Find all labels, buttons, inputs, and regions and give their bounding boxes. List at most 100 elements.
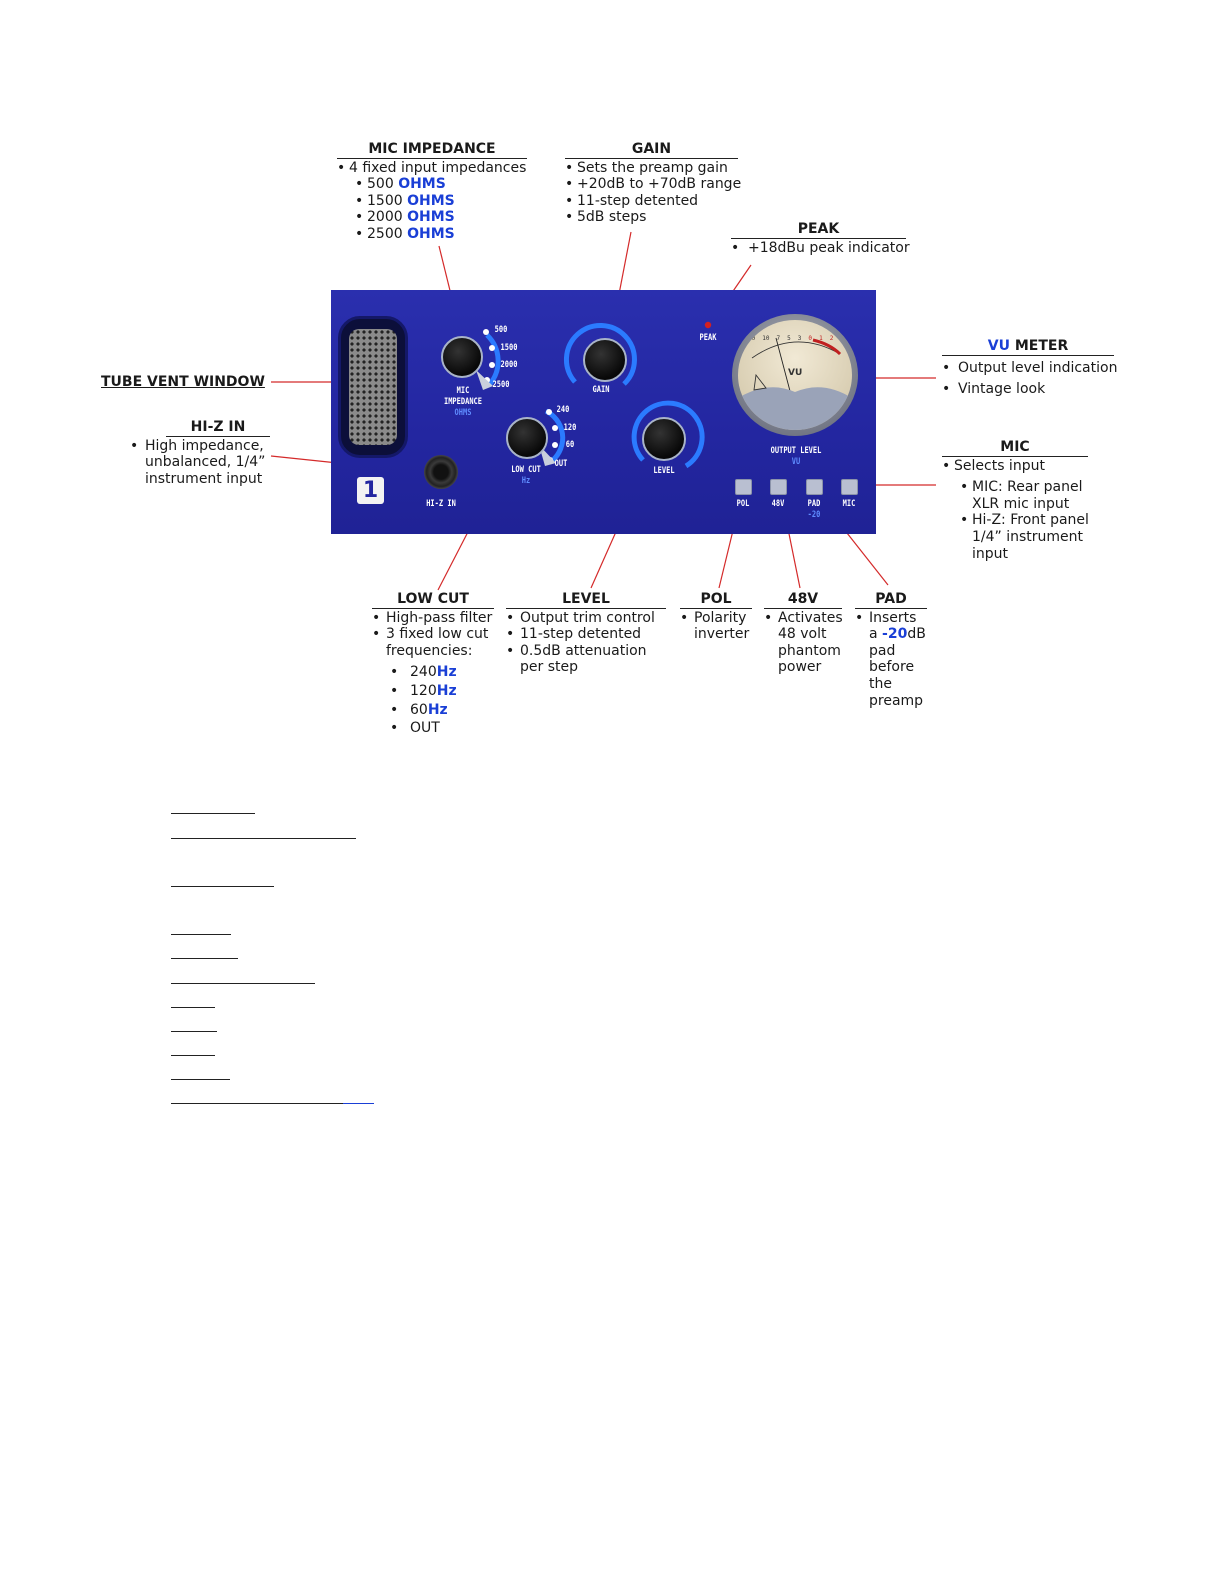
gain-label: GAIN <box>592 385 610 395</box>
mic-impedance-arc <box>485 333 501 387</box>
48v-line: power <box>778 659 822 676</box>
mic-switch-label: MIC <box>842 499 856 509</box>
pol-title: POL <box>680 591 752 609</box>
impedance-item: 1500 OHMS <box>337 193 527 210</box>
tube-vent-window-label: TUBE VENT WINDOW <box>101 374 265 390</box>
gain-title: GAIN <box>565 141 738 159</box>
pad-line: the <box>869 675 892 692</box>
annotation-vu-meter: VU METER Output level indication Vintage… <box>942 338 1117 398</box>
pad-line: before <box>869 659 915 676</box>
low-cut-freq: 60Hz <box>372 702 494 719</box>
low-cut-pos: 120 <box>563 423 577 433</box>
underline-rule <box>171 813 255 814</box>
annotation-pol: POL Polarity inverter <box>680 591 752 643</box>
pad-switch[interactable] <box>806 479 823 495</box>
panel-graphics <box>476 321 712 469</box>
vent-grille <box>349 329 397 445</box>
pol-switch[interactable] <box>735 479 752 495</box>
underline-rule <box>171 1007 215 1008</box>
hi-z-jack[interactable] <box>424 455 458 489</box>
48v-line: 48 volt <box>778 626 827 643</box>
level-item: 0.5dB attenuation <box>506 643 666 660</box>
mic-title: MIC <box>942 439 1088 457</box>
vu-face-label: VU <box>788 368 803 378</box>
low-cut-freq: 240Hz <box>372 664 494 681</box>
48v-switch[interactable] <box>770 479 787 495</box>
annotation-mic: MIC Selects input MIC: Rear panel XLR mi… <box>942 439 1092 562</box>
pad-title: PAD <box>855 591 927 609</box>
mic-impedance-intro: 4 fixed input impedances <box>337 160 527 177</box>
gain-arc <box>563 322 637 386</box>
level-knob[interactable] <box>642 417 686 461</box>
underline-rule <box>171 886 274 887</box>
level-arc <box>631 400 705 469</box>
mic-impedance-pos: 1500 <box>500 343 518 353</box>
gain-item: +20dB to +70dB range <box>565 176 741 193</box>
mic-impedance-pos: 2000 <box>500 360 518 370</box>
mic-item: MIC: Rear panel <box>942 479 1092 496</box>
annotation-48v: 48V Activates 48 volt phantom power <box>764 591 843 676</box>
low-cut-knob[interactable] <box>506 417 548 459</box>
annotation-peak: PEAK +18dBu peak indicator <box>731 221 910 257</box>
annotation-hi-z-in: HI-Z IN High impedance, unbalanced, 1/4”… <box>130 419 270 487</box>
underline-rule-link <box>343 1103 374 1104</box>
mic-item-cont: 1/4” instrument <box>972 528 1084 545</box>
low-cut-dot <box>552 425 558 431</box>
level-label: LEVEL <box>653 466 675 476</box>
pol-line: Polarity <box>680 610 752 627</box>
pol-switch-label: POL <box>736 499 750 509</box>
impedance-item: 500 OHMS <box>337 176 527 193</box>
pad-switch-label: PAD-20 <box>807 499 821 520</box>
low-cut-pos: 60 <box>565 440 575 450</box>
mic-impedance-title: MIC IMPEDANCE <box>337 141 527 159</box>
48v-line: Activates <box>764 610 843 627</box>
underline-rule <box>171 1103 343 1104</box>
level-title: LEVEL <box>506 591 666 609</box>
48v-title: 48V <box>764 591 842 609</box>
annotation-mic-impedance: MIC IMPEDANCE 4 fixed input impedances 5… <box>337 141 527 243</box>
low-cut-item: 3 fixed low cut <box>372 626 494 643</box>
low-cut-freq: OUT <box>372 720 494 737</box>
mic-item-cont: input <box>972 545 1009 562</box>
mic-impedance-pos: 500 <box>494 325 508 335</box>
low-cut-cont: frequencies: <box>386 642 473 659</box>
pad-line: a -20dB <box>869 626 926 643</box>
mic-impedance-knob[interactable] <box>441 336 483 378</box>
underline-rule <box>171 983 315 984</box>
mic-impedance-dot <box>489 345 495 351</box>
underline-rule <box>171 1031 217 1032</box>
hi-z-in-label: HI-Z IN <box>426 499 456 509</box>
annotation-gain: GAIN Sets the preamp gain +20dB to +70dB… <box>565 141 741 226</box>
hi-z-line: High impedance, <box>130 438 270 455</box>
underline-rule <box>171 1079 230 1080</box>
underline-rule <box>171 838 356 839</box>
mic-item-cont: XLR mic input <box>972 495 1070 512</box>
low-cut-dot <box>546 409 552 415</box>
mic-impedance-dot <box>489 362 495 368</box>
gain-knob[interactable] <box>583 338 627 382</box>
vu-meter-item: Vintage look <box>942 381 1114 398</box>
impedance-item: 2500 OHMS <box>337 226 527 243</box>
underline-rule <box>171 934 231 935</box>
vu-meter-item: Output level indication <box>942 360 1117 377</box>
48v-line: phantom <box>778 642 841 659</box>
mic-impedance-pointer <box>476 370 493 390</box>
gain-item: 11-step detented <box>565 193 738 210</box>
level-cont: per step <box>520 659 578 676</box>
level-item: Output trim control <box>506 610 666 627</box>
mic-switch[interactable] <box>841 479 858 495</box>
annotation-low-cut: LOW CUT High-pass filter 3 fixed low cut… <box>372 591 494 737</box>
peak-item: +18dBu peak indicator <box>731 240 910 257</box>
low-cut-title: LOW CUT <box>372 591 494 609</box>
peak-title: PEAK <box>731 221 906 239</box>
48v-switch-label: 48V <box>771 499 785 509</box>
pad-line: pad <box>869 642 896 659</box>
mic-item: Hi-Z: Front panel <box>942 512 1092 529</box>
low-cut-pos: 240 <box>556 405 570 415</box>
